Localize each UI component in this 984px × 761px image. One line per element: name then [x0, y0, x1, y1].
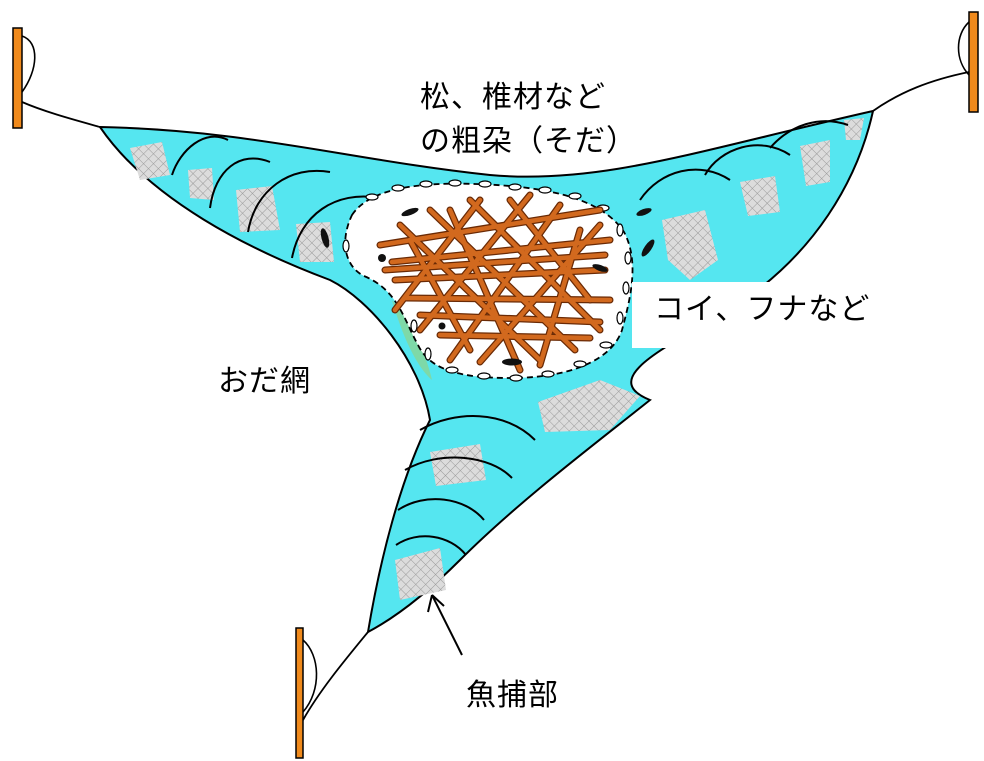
- fish-label: コイ、フナなど: [632, 282, 887, 348]
- arrow-icon: [427, 594, 463, 656]
- net-hoops: [171, 120, 849, 556]
- brushwood-label-line1: 松、椎材など: [420, 80, 606, 115]
- fish-icon: [378, 207, 608, 366]
- stake-icon: [957, 11, 979, 113]
- brushwood-label: 松、椎材など の粗朶（そだ）: [420, 76, 637, 164]
- seaweed-patch: [392, 300, 432, 380]
- catch-part-label: 魚捕部: [466, 678, 559, 713]
- mesh-patches: [130, 118, 864, 600]
- brushwood-branches: [376, 191, 614, 374]
- net-label: おだ網: [218, 364, 311, 399]
- brushwood-label-line2: の粗朶（そだ）: [420, 124, 637, 159]
- stake-icon: [12, 27, 36, 129]
- rope-lines: [21, 71, 970, 721]
- stake-icon: [295, 627, 318, 759]
- fish-icon: [320, 208, 655, 257]
